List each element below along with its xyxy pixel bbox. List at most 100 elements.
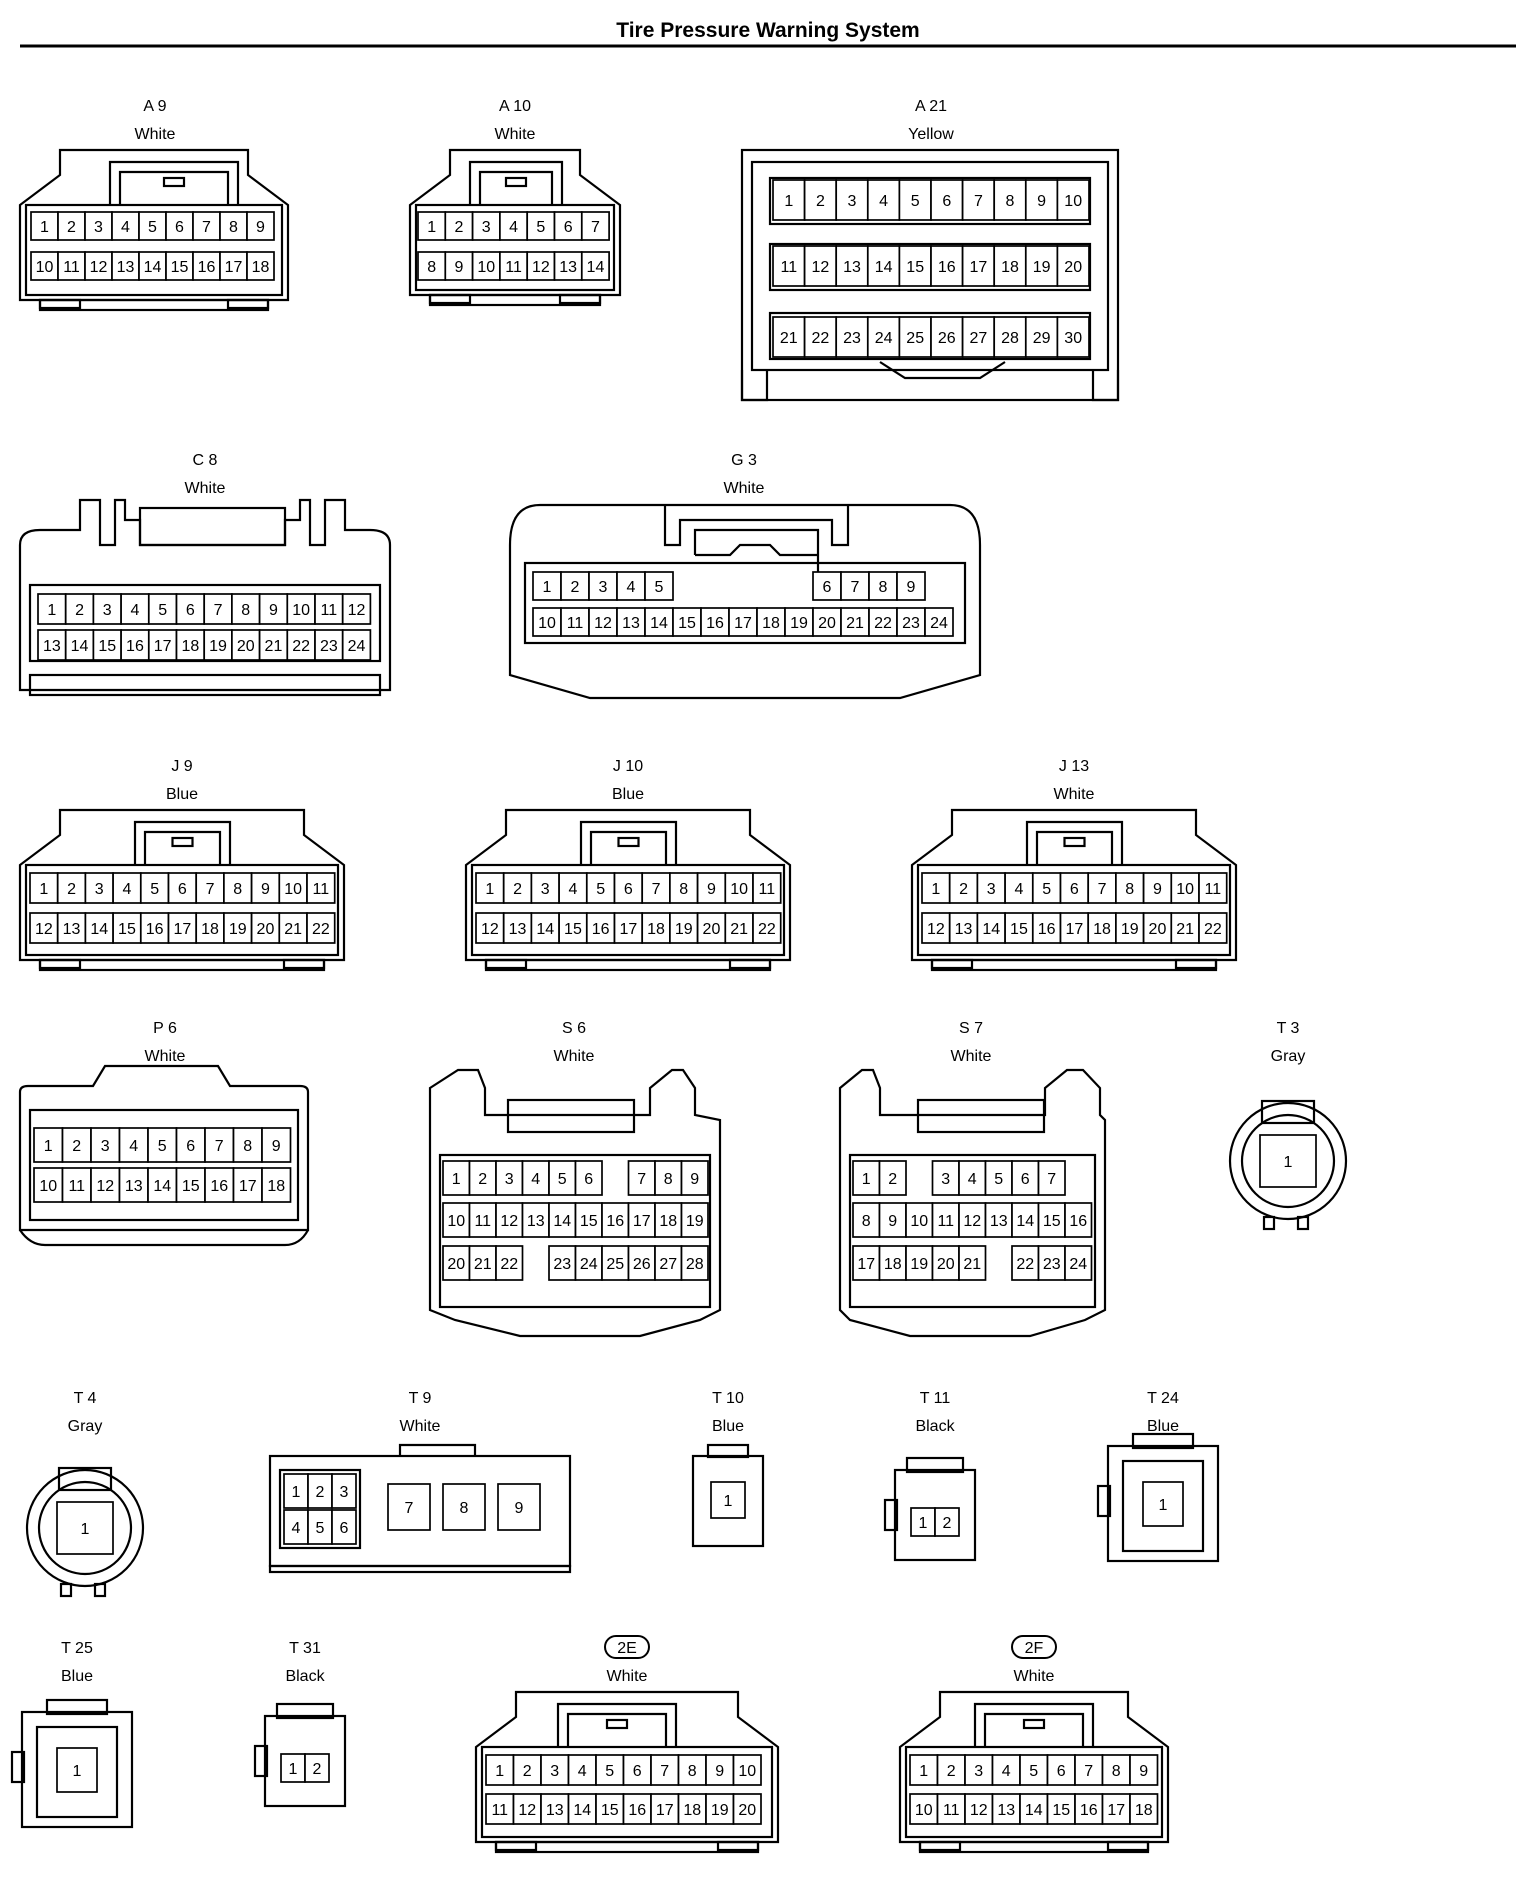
pin-cavity [33,1127,64,1163]
pin-number: 2 [72,1138,81,1155]
pin-cavity [112,912,142,944]
pin-number: 3 [505,1171,514,1188]
housing-outline [983,1712,1085,1747]
pin-number: 1 [919,1515,928,1532]
pin-cavity [752,912,782,944]
pin-number: 2 [888,1171,897,1188]
connector-color: Blue [1147,1418,1179,1435]
pin-number: 3 [987,881,996,898]
pin-cavity [958,1245,987,1281]
connector-code: G 3 [731,452,757,469]
pin-number: 9 [1153,881,1162,898]
housing-part [162,176,186,188]
pin-cavity [167,912,198,944]
pin-number: 1 [40,219,49,236]
pin-cavity [1046,1793,1076,1825]
pin-number: 20 [937,1256,955,1273]
pin-cavity [650,1793,680,1825]
pin-number: 16 [1038,921,1056,938]
pin-number: 18 [647,921,665,938]
pin-cavity [283,1473,309,1509]
pin-number: 18 [683,1802,701,1819]
pin-cavity [934,1507,960,1537]
pin-number: 18 [1093,921,1111,938]
pin-cavity [756,607,786,637]
pin-number: 17 [225,259,243,276]
pin-number: 2 [816,193,825,210]
housing-part [484,958,772,972]
pin-cavity [622,1754,652,1786]
pin-number: 24 [930,615,948,632]
pin-number: 13 [117,259,135,276]
pin-number: 6 [584,1171,593,1188]
pin-number: 1 [81,1521,90,1538]
housing-part [605,1718,629,1730]
pin-number: 19 [790,615,808,632]
housing-part [45,1698,109,1716]
housing-part [740,148,1120,402]
housing-part [494,1840,760,1854]
pin-cavity [232,1127,263,1163]
pin-number: 8 [862,1213,871,1230]
connector-color: White [1014,1668,1055,1685]
pin-number: 2 [959,881,968,898]
pin-number: 5 [158,602,167,619]
housing-part [275,1702,335,1720]
pin-number: 14 [144,259,162,276]
housing-part [428,293,602,307]
housing-part [171,836,194,848]
pin-cavity [1019,1793,1049,1825]
pin-number: 12 [90,259,108,276]
pin-cavity [567,1793,597,1825]
pin-cavity [495,1245,524,1281]
pin-cavity [1115,872,1145,904]
pin-number: 21 [474,1256,492,1273]
pin-cavity [261,1167,292,1203]
pin-cavity [231,629,261,661]
pin-cavity [192,211,221,241]
pin-cavity [341,593,372,625]
pin-number: 10 [447,1213,465,1230]
pin-cavity [1087,872,1117,904]
pin-number: 13 [559,259,577,276]
pin-number: 13 [125,1178,143,1195]
housing-outline [143,830,222,865]
pin-cavity [112,872,142,904]
housing-part [750,160,1110,372]
housing-part [1262,1215,1276,1231]
pin-number: 5 [150,881,159,898]
connector-code: J 9 [171,758,192,775]
housing-part [930,958,974,970]
housing-outline [740,370,1120,402]
connector-code: S 6 [562,1020,586,1037]
housing-part [484,958,528,970]
pin-cavity [595,1754,625,1786]
housing-part [10,1750,26,1784]
pin-number: 1 [543,579,552,596]
pin-number: 13 [843,259,861,276]
pin-number: 22 [292,638,310,655]
connector-color: White [400,1418,441,1435]
pin-number: 12 [518,1802,536,1819]
pin-cavity [1046,1754,1076,1786]
pin-number: 3 [103,602,112,619]
housing-part [523,561,967,645]
pin-cavity [499,251,529,281]
pin-number: 11 [780,259,797,276]
pin-number: 6 [564,219,573,236]
pin-number: 2 [523,1763,532,1780]
pin-cavity [803,245,838,287]
pin-number: 16 [126,638,144,655]
pin-number: 3 [974,1763,983,1780]
connector-code: T 10 [712,1390,744,1407]
pin-number: 13 [997,1802,1015,1819]
housing-part [1260,1099,1316,1125]
pin-cavity [868,571,898,601]
housing-part [24,203,284,297]
pin-cavity [752,872,782,904]
pin-cavity [175,593,206,625]
pin-number: 20 [447,1256,465,1273]
pin-number: 7 [1084,1763,1093,1780]
